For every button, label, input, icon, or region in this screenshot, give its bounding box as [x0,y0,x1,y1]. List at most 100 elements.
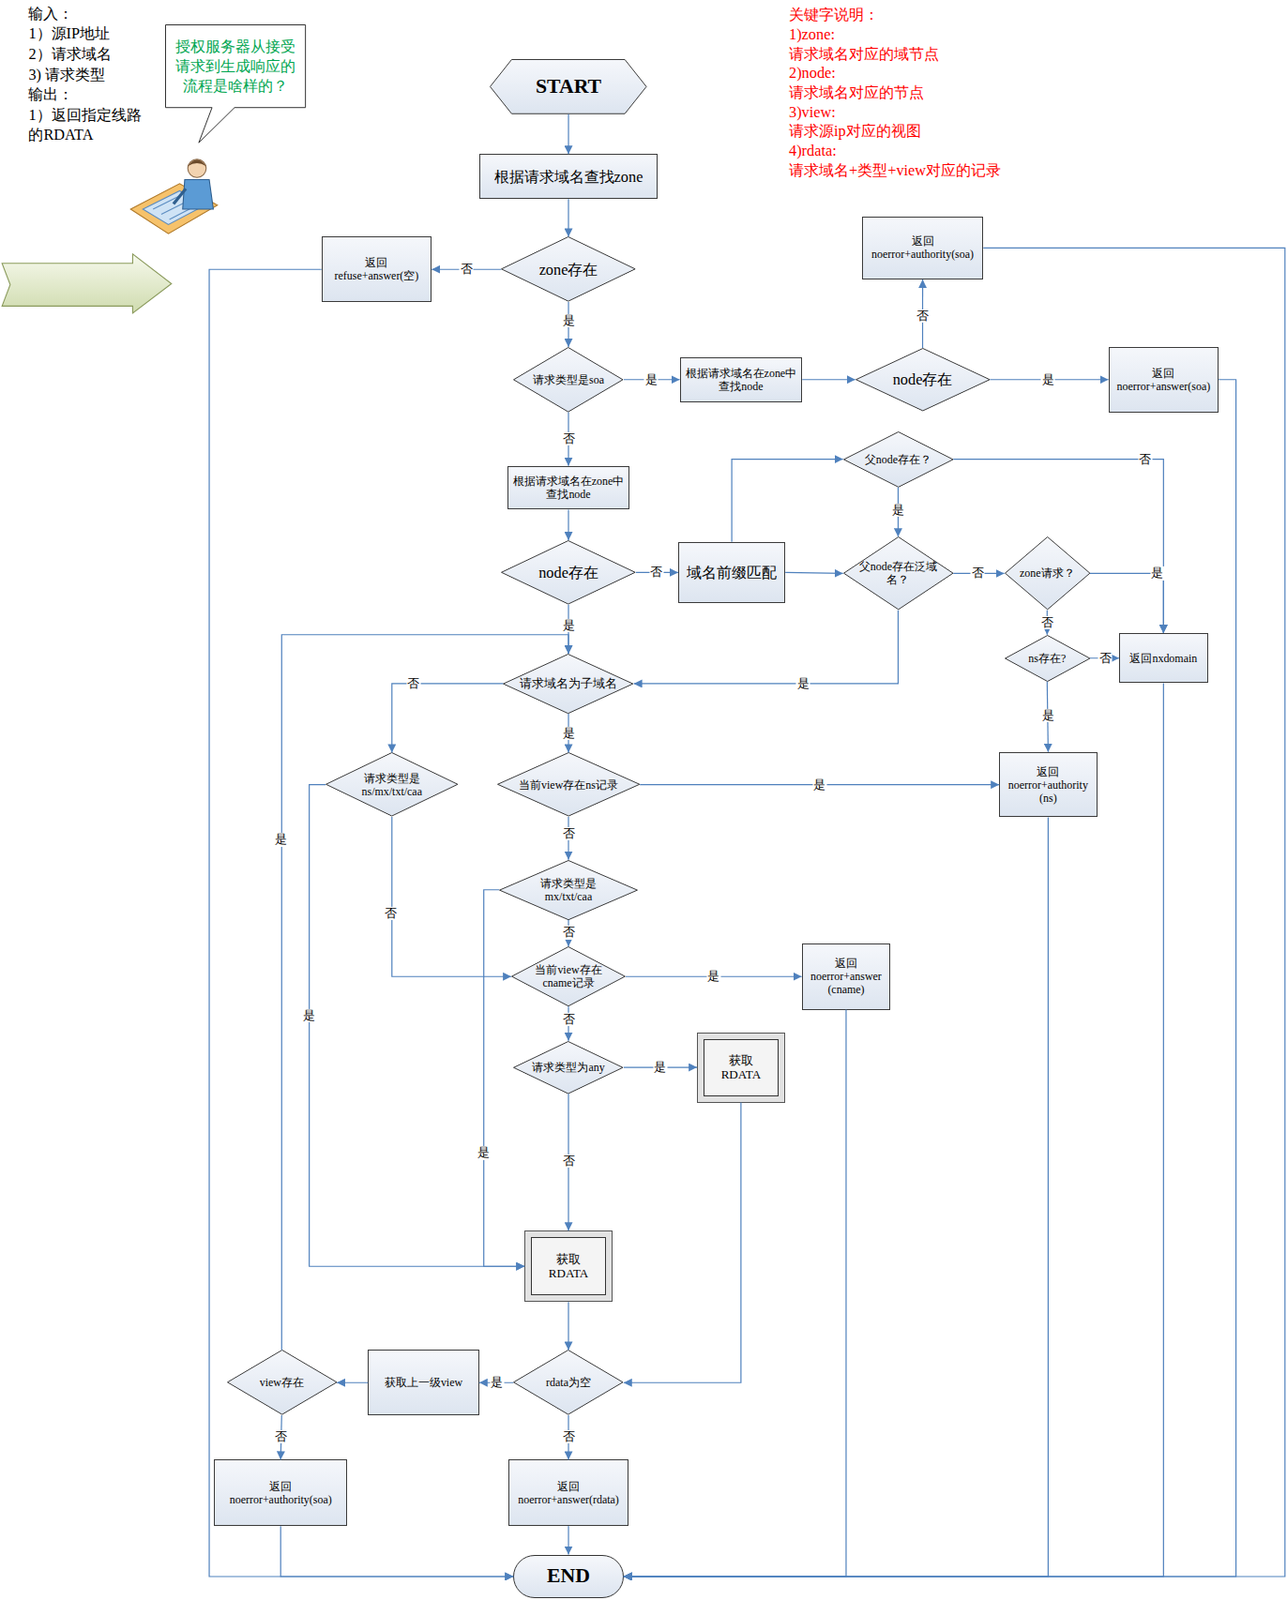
node-text: 返回 noerror+authority(soa) [871,234,975,261]
edge-label: 是 [706,969,721,984]
diamond-outline [514,347,624,412]
diamond-outline [501,541,636,606]
io-note: 输入： [28,3,74,24]
edge-label: 否 [1098,651,1113,666]
node-text: node存在 [874,370,971,389]
keyword-note: 请求域名对应的域节点 [788,44,939,64]
edge-label: 是 [561,314,576,328]
process-box: 根据请求域名在zone中查找node [680,357,803,403]
flow-connector [209,269,514,1577]
flow-connector [731,459,844,543]
decision-diamond: node存在 [500,540,636,606]
keyword-note: 1)zone: [788,24,835,45]
node-text: node存在 [519,563,617,582]
flow-connector [567,114,569,154]
diamond-outline [499,860,638,920]
flow-connector [623,1103,742,1384]
process-box: 返回 refuse+answer(空) [321,236,433,303]
node-text: 当前view存在ns记录 [514,778,623,792]
person-arm [173,188,186,204]
flow-connector [623,1010,847,1577]
start-terminal: START [489,59,648,115]
node-text: 父node存在泛域名？ [858,560,939,587]
decision-diamond: 请求类型是ns/mx/txt/caa [325,752,458,818]
node-text: 根据请求域名查找zone [482,167,654,186]
person-hair [187,159,207,167]
node-text: START [492,75,645,100]
node-text: 请求类型是ns/mx/txt/caa [344,772,440,799]
flow-connector [802,378,856,380]
io-note: 1）返回指定线路的RDATA [28,105,149,145]
node-text: 获取 RDATA [719,1053,764,1083]
diamond-outline [843,431,954,487]
decision-diamond: 当前view存在ns记录 [497,752,640,818]
edge-label: 是 [489,1376,504,1390]
node-text: 返回 refuse+answer(空) [330,256,424,283]
flow-connector [336,1382,368,1384]
edge-label: 是 [796,677,811,691]
decision-diamond: zone请求？ [1004,536,1091,610]
edge-label: 是 [1041,709,1056,723]
edge-label: 是 [561,619,576,633]
flow-connector [281,635,569,1351]
node-text: 返回nxdomain [1121,651,1206,666]
edge-label: 否 [1137,453,1152,467]
node-text: 根据请求域名在zone中查找node [510,474,628,501]
flow-connector [309,785,526,1268]
edge-label: 否 [915,309,930,323]
node-text: 返回 noerror+answer(soa) [1116,366,1211,394]
diamond-outline [855,348,990,411]
edge-label: 否 [649,565,664,579]
node-text: 返回 noerror+answer (cname) [804,956,889,997]
node-text: 请求类型为any [529,1060,609,1075]
keyword-note: 请求域名对应的节点 [788,82,924,103]
diamond-outline [326,753,458,818]
io-note: 输出： [28,84,74,105]
flow-connector [392,817,512,977]
subprocess-box: 获取 RDATA [696,1032,786,1104]
node-text: 当前view存在 cname记录 [527,963,610,990]
node-text: 授权服务器从接受请求到生成响应的流程是啥样的？ [172,36,300,97]
flow-connector [623,817,1049,1577]
process-box: 获取上一级view [367,1349,480,1416]
process-box: 返回 noerror+authority(soa) [213,1459,349,1527]
process-box: 返回 noerror+answer(soa) [1108,347,1220,413]
edge-label: 否 [561,1154,576,1168]
keyword-note: 请求域名+类型+view对应的记录 [788,160,1001,181]
end-terminal: END [513,1555,624,1600]
edge-label: 否 [561,827,576,841]
node-text: rdata为空 [529,1376,609,1390]
flow-connector [785,572,843,574]
node-text: 根据请求域名在zone中查找node [682,366,801,394]
edge-label: 否 [970,566,985,580]
node-text: 请求类型是 mx/txt/caa [518,877,620,904]
process-box: 返回 noerror+answer (cname) [802,943,892,1011]
edge-label: 否 [561,1430,576,1444]
edge-label: 否 [406,677,421,691]
flow-connector [953,459,1164,635]
flow-connector [484,890,526,1267]
decision-diamond: 请求类型为any [513,1041,624,1095]
flow-connector [567,198,569,237]
flow-connector [280,1526,514,1577]
hexagon-outline [490,60,648,115]
edge-label: 是 [812,778,827,792]
edge-label: 否 [383,907,398,921]
flow-connector [567,1302,569,1350]
io-note: 2）请求域名 [28,44,111,64]
decision-diamond: node存在 [855,348,991,411]
decision-diamond: rdata为空 [513,1349,624,1416]
edge-label: 是 [644,373,659,387]
flow-connector [623,682,1165,1577]
diamond-outline [514,1041,624,1094]
node-text: 获取 RDATA [546,1252,591,1282]
person-head [187,159,207,179]
diamond-outline [503,653,634,713]
diamond-outline [501,237,636,303]
flow-connector [623,247,1286,1577]
edge-label: 否 [561,1013,576,1027]
node-text: 请求类型是soa [529,373,609,387]
process-box: 域名前缀匹配 [678,542,786,604]
decision-diamond: 父node存在泛域名？ [843,536,954,610]
diamond-outline [512,947,626,1007]
